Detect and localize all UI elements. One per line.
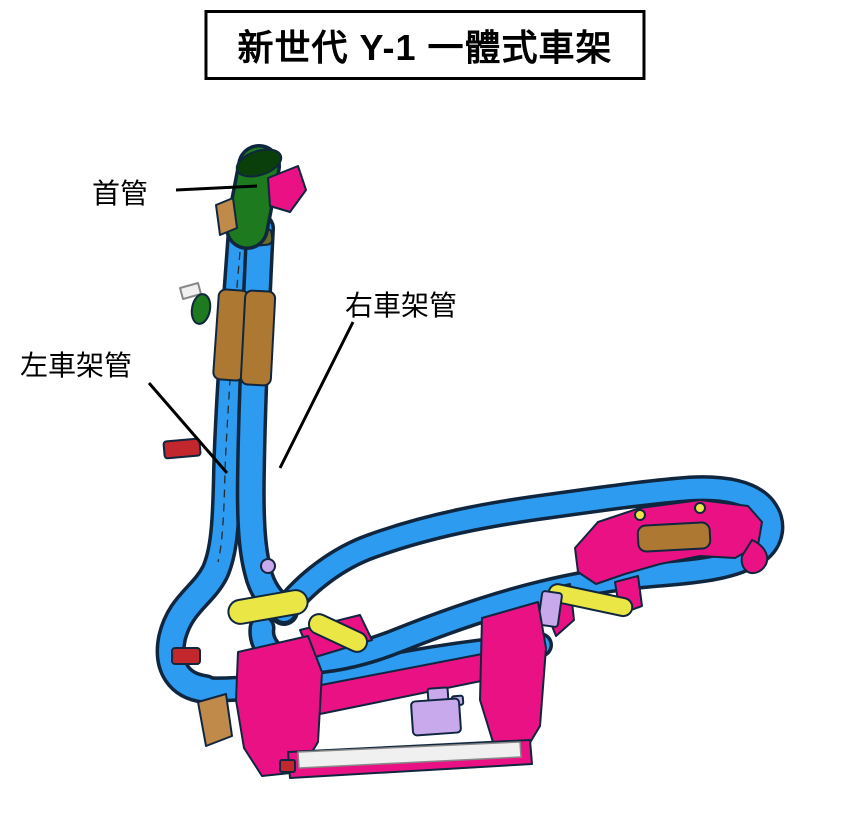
- bottom-left-fittings-shape: [171, 647, 296, 773]
- page-title: 新世代 Y-1 一體式車架: [204, 10, 646, 80]
- head-bracket-shape: [267, 165, 307, 213]
- upper-left-fittings-shape: [179, 282, 212, 325]
- floor-structure-shape: [235, 601, 547, 779]
- right-frame-tube-label: 右車架管: [345, 290, 458, 321]
- head-tube-shape: [225, 144, 283, 250]
- tube-sleeves-shape: [212, 288, 277, 387]
- head-tube-leader-line: [175, 184, 258, 192]
- left-mid-red-bracket-shape: [162, 437, 202, 460]
- head-tube-label: 首管: [92, 178, 149, 209]
- rear-purple-bracket-shape: [537, 590, 563, 628]
- head-side-tan-shape: [215, 197, 238, 236]
- left-tube-leader-line: [147, 382, 229, 474]
- left-frame-tube-label: 左車架管: [20, 350, 133, 381]
- floor-purple-box-shape: [410, 686, 465, 737]
- left-yellow-shapes: [227, 558, 369, 653]
- leader-lines: [147, 184, 355, 474]
- right-tube-leader-line: [278, 321, 355, 469]
